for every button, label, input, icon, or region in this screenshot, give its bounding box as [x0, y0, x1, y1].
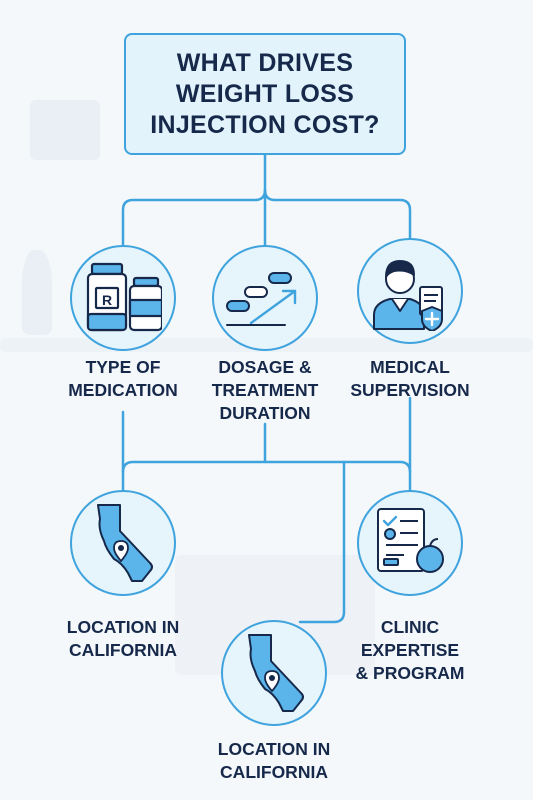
diagram-title: WHAT DRIVES WEIGHT LOSS INJECTION COST?: [150, 48, 380, 139]
california-map-pin-icon: [97, 504, 153, 582]
node-clinic-expertise-program: [357, 490, 463, 596]
node-location-california-left: [70, 490, 176, 596]
node-dosage-treatment-duration: [212, 245, 318, 351]
checklist-apple-icon: [377, 508, 444, 573]
rx-letter: R: [102, 292, 112, 308]
background-frame: [30, 100, 100, 160]
label-medical-supervision: MEDICAL SUPERVISION: [350, 357, 470, 400]
label-type-of-medication: TYPE OF MEDICATION: [68, 357, 178, 400]
title-box: WHAT DRIVES WEIGHT LOSS INJECTION COST?: [124, 33, 406, 155]
node-medical-supervision: [357, 238, 463, 344]
background-plant: [22, 250, 52, 335]
connector-bottom-node: [298, 460, 346, 624]
california-map-pin-icon: [248, 634, 304, 712]
doctor-shield-icon: [373, 260, 443, 331]
medication-bottles-icon: R: [86, 262, 162, 332]
connector-mid-bar: [121, 460, 412, 474]
label-location-california-left: LOCATION IN CALIFORNIA: [66, 617, 180, 660]
pills-trend-arrow-icon: [226, 272, 297, 326]
label-dosage-treatment-duration: DOSAGE & TREATMENT DURATION: [211, 357, 319, 423]
connector-title-stem: [121, 153, 267, 254]
label-clinic-expertise-program: CLINIC EXPERTISE & PROGRAM: [355, 617, 465, 683]
node-type-of-medication: R: [70, 245, 176, 351]
label-location-california-bottom: LOCATION IN CALIFORNIA: [217, 739, 331, 782]
node-location-california-bottom: [221, 620, 327, 726]
